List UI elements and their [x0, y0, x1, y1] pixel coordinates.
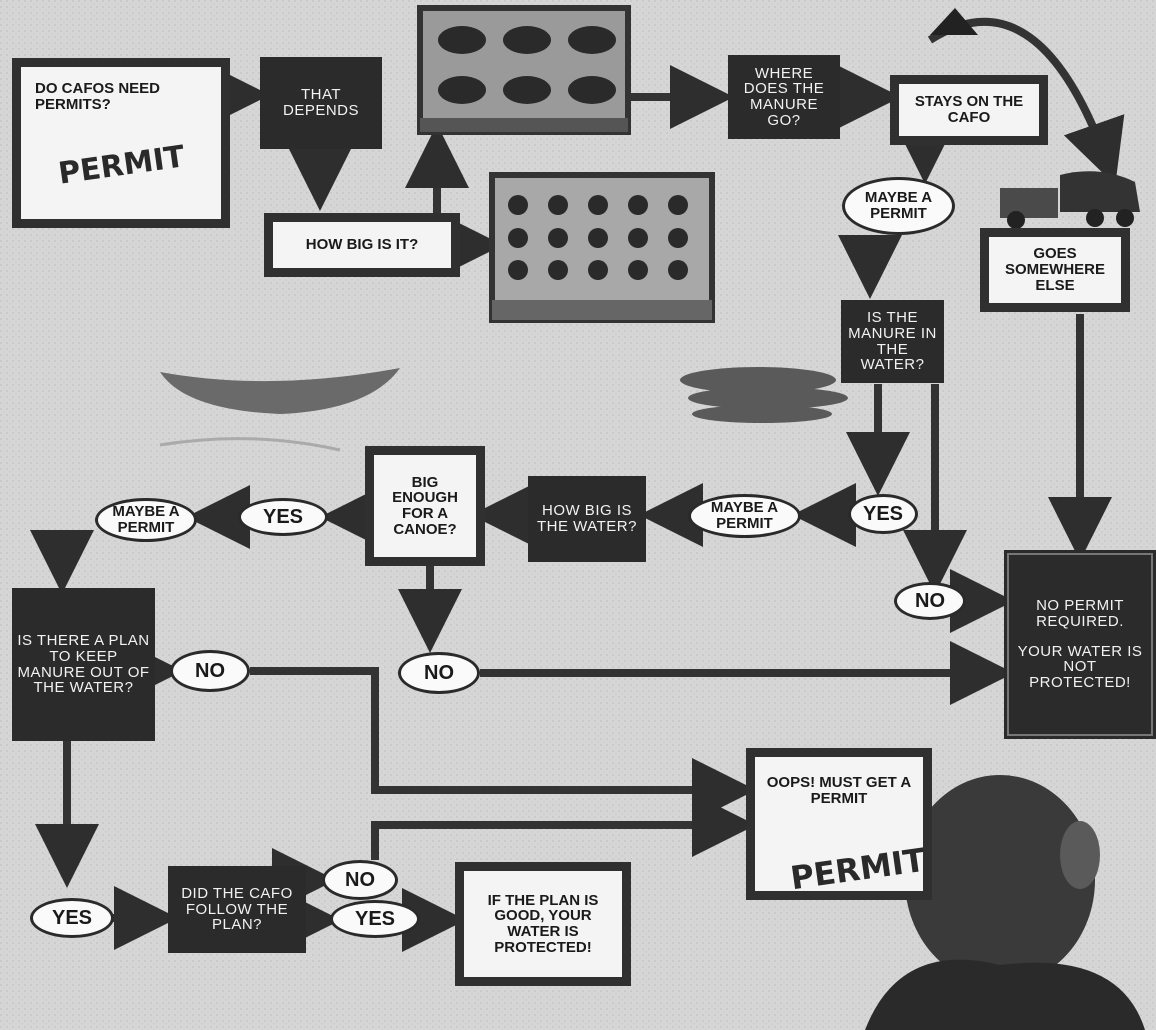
no-oval-2: NO [398, 652, 480, 694]
canoe-illustration [159, 368, 400, 452]
no-label-3: NO [195, 659, 225, 682]
canoe-question-label: BIG ENOUGH FOR A CANOE? [392, 473, 458, 538]
yes-label-2: YES [262, 505, 304, 528]
no-oval-3: NO [170, 650, 250, 692]
permits-question-box: DO CAFOs NEED PERMITS? [12, 58, 230, 228]
canoe-question-box: BIG ENOUGH FOR A CANOE? [365, 446, 485, 566]
water-not-protected-label: YOUR WATER IS NOT PROTECTED! [1017, 642, 1143, 692]
no-label-1: NO [915, 589, 945, 612]
maybe-permit-label-3: MAYBE A PERMIT [112, 503, 180, 536]
plan-question-box: IS THERE A PLAN TO KEEP MANURE OUT OF TH… [12, 588, 155, 741]
pig-panel-illustration [417, 5, 631, 135]
no-label-4: NO [345, 868, 375, 891]
thinking-man-photo [865, 775, 1145, 1030]
manure-pile-icon [930, 8, 978, 35]
connector-no-to-oops [250, 667, 756, 822]
oops-permit-box: OOPS! MUST GET A PERMIT [746, 748, 932, 900]
manure-truck-illustration [1000, 171, 1140, 229]
water-waves-illustration [680, 367, 848, 423]
manure-in-water-label: IS THE MANURE IN THE WATER? [848, 309, 937, 374]
maybe-permit-oval-2: MAYBE A PERMIT [688, 494, 801, 538]
yes-label-3: YES [51, 906, 93, 929]
manure-in-water-box: IS THE MANURE IN THE WATER? [841, 300, 944, 383]
how-big-label: HOW BIG IS IT? [305, 236, 419, 254]
yes-label-4: YES [354, 907, 396, 930]
maybe-permit-label-2: MAYBE A PERMIT [710, 499, 779, 532]
stays-on-cafo-box: STAYS ON THE CAFO [890, 75, 1048, 145]
connector-no-to-oops2 [371, 793, 756, 860]
how-big-box: HOW BIG IS IT? [264, 213, 460, 277]
no-oval-1: NO [894, 582, 966, 620]
no-permit-label: NO PERMIT REQUIRED. [1036, 597, 1124, 630]
yes-oval-1: YES [848, 494, 918, 534]
follow-plan-label: DID THE CAFO FOLLOW THE PLAN? [181, 884, 293, 934]
goes-somewhere-label: GOES SOMEWHERE ELSE [1004, 245, 1105, 294]
connectors [30, 17, 1125, 952]
maybe-permit-label-1: MAYBE A PERMIT [864, 189, 933, 222]
goes-somewhere-box: GOES SOMEWHERE ELSE [980, 228, 1130, 312]
stays-on-cafo-label: STAYS ON THE CAFO [914, 93, 1024, 126]
how-big-water-box: HOW BIG IS THE WATER? [528, 476, 646, 562]
follow-plan-box: DID THE CAFO FOLLOW THE PLAN? [168, 866, 306, 953]
permits-question-label: DO CAFOs NEED PERMITS? [35, 80, 161, 113]
where-manure-label: WHERE DOES THE MANURE GO? [743, 64, 825, 129]
plan-good-box: IF THE PLAN IS GOOD, YOUR WATER IS PROTE… [455, 862, 631, 986]
yes-oval-4: YES [330, 900, 420, 938]
where-manure-box: WHERE DOES THE MANURE GO? [728, 55, 840, 139]
maybe-permit-oval-3: MAYBE A PERMIT [95, 498, 197, 542]
that-depends-label: THAT DEPENDS [282, 86, 360, 119]
no-oval-4: NO [322, 860, 398, 900]
no-label-2: NO [424, 661, 454, 684]
yes-oval-3: YES [30, 898, 114, 938]
yes-label-1: YES [862, 502, 904, 525]
oops-permit-label: OOPS! MUST GET A PERMIT [766, 774, 912, 807]
plan-good-label: IF THE PLAN IS GOOD, YOUR WATER IS PROTE… [487, 891, 599, 956]
no-permit-result-box: NO PERMIT REQUIRED. YOUR WATER IS NOT PR… [1004, 550, 1156, 739]
yes-oval-2: YES [238, 498, 328, 536]
maybe-permit-oval-1: MAYBE A PERMIT [842, 177, 955, 235]
how-big-water-label: HOW BIG IS THE WATER? [536, 502, 637, 535]
chicken-panel-illustration [489, 172, 715, 323]
plan-question-label: IS THERE A PLAN TO KEEP MANURE OUT OF TH… [17, 632, 150, 697]
that-depends-box: THAT DEPENDS [260, 57, 382, 149]
